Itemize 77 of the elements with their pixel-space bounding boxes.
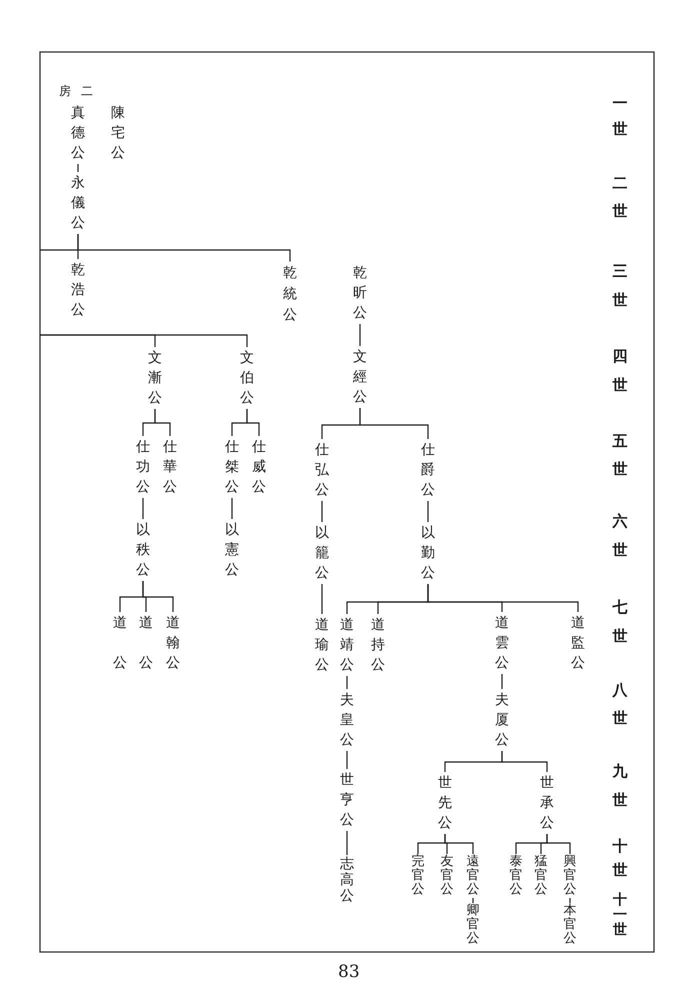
person-name: 道 公 [139, 613, 153, 673]
person-name: 卿官公 [466, 904, 480, 946]
person-name: 文經公 [353, 347, 367, 407]
lineage-line [321, 501, 323, 522]
person-name: 文伯公 [240, 348, 254, 408]
page-number: 83 [338, 962, 360, 982]
person-name: 道 公 [113, 613, 127, 673]
person-name: 夫皇公 [340, 690, 354, 750]
person-name: 志高公 [340, 856, 354, 904]
generation-label: 一世 [612, 93, 628, 140]
person-name: 猛官公 [534, 855, 548, 897]
person-name: 以籠公 [315, 523, 329, 583]
generation-label: 六世 [612, 510, 628, 560]
person-name: 仕桀公 [225, 437, 239, 497]
lineage-line [40, 334, 248, 347]
person-name: 永儀公 [71, 173, 85, 233]
generation-label: 四世 [612, 346, 628, 396]
lineage-line [142, 581, 174, 612]
lineage-line [346, 831, 348, 855]
person-name: 道雲公 [495, 613, 509, 673]
generation-label: 七世 [612, 596, 628, 646]
generation-label: 十一世 [613, 892, 627, 938]
lineage-line [77, 164, 79, 172]
person-name: 仕華公 [163, 437, 177, 497]
person-name: 以勤公 [421, 523, 435, 583]
person-name: 友官公 [440, 855, 454, 897]
lineage-line [346, 751, 348, 769]
person-name: 陳宅公 [111, 103, 125, 163]
lineage-line [359, 324, 361, 346]
person-name: 本官公 [564, 904, 576, 946]
person-name: 乾統公 [283, 262, 297, 326]
person-name: 世承公 [540, 773, 554, 833]
lineage-line [40, 234, 79, 251]
lineage-line [472, 898, 474, 903]
generation-label: 十世 [612, 836, 628, 881]
generation-label: 九世 [612, 760, 628, 810]
person-name: 泰官公 [510, 855, 522, 897]
person-name: 世先公 [438, 773, 452, 833]
lineage-line [231, 498, 233, 519]
lineage-line [427, 501, 429, 522]
person-name: 道持公 [371, 615, 385, 675]
person-name: 道監公 [571, 613, 585, 673]
lineage-line [359, 408, 429, 439]
lineage-line [427, 584, 579, 612]
lineage-line [321, 584, 323, 614]
person-name: 乾浩公 [71, 260, 85, 320]
lineage-line [246, 409, 260, 436]
lineage-line [154, 409, 171, 436]
lineage-line [142, 498, 144, 519]
lineage-line [346, 676, 348, 689]
person-name: 道瑜公 [315, 615, 329, 675]
lineage-line [546, 834, 571, 854]
person-name: 世亨公 [340, 770, 354, 830]
lineage-line [444, 834, 474, 854]
person-name: 興官公 [564, 855, 576, 897]
person-name: 仕功公 [136, 437, 150, 497]
person-name: 真德公 [71, 103, 85, 163]
generation-label: 五世 [612, 431, 628, 480]
generation-label: 二世 [612, 173, 628, 222]
person-name: 道靖公 [340, 615, 354, 675]
generation-label: 三世 [612, 260, 628, 310]
person-name: 乾昕公 [353, 263, 367, 323]
generation-label: 八世 [612, 680, 628, 729]
person-name: 文漸公 [148, 348, 162, 408]
lineage-line [569, 898, 571, 903]
person-name: 完官公 [412, 855, 424, 897]
person-name: 夫厦公 [495, 690, 509, 750]
lineage-line [501, 674, 503, 689]
person-name: 道翰公 [166, 613, 180, 673]
person-name: 仕弘公 [315, 440, 329, 500]
person-name: 以憲公 [225, 520, 239, 580]
person-name: 仕爵公 [421, 440, 435, 500]
person-name: 仕威公 [252, 437, 266, 497]
lineage-line [501, 751, 548, 772]
branch-heading: 房 二 [59, 83, 96, 100]
person-name: 遠官公 [466, 855, 480, 897]
person-name: 以秩公 [136, 520, 150, 580]
